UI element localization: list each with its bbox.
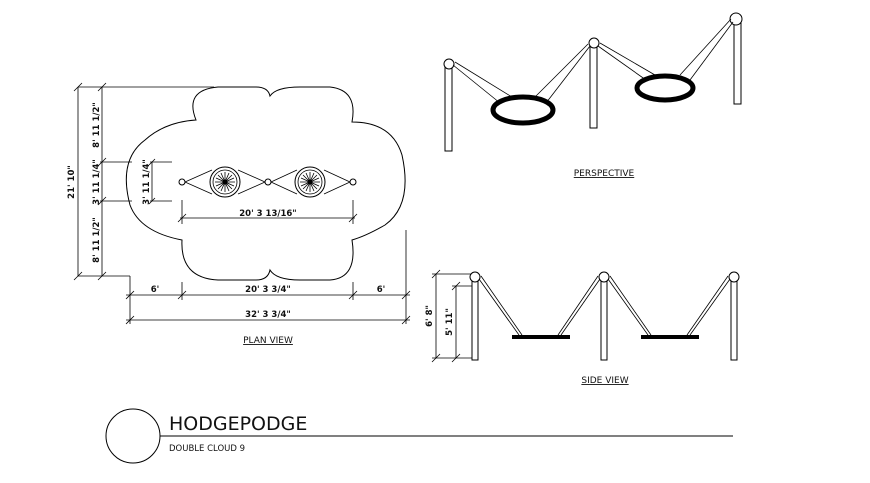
side-seat-right [641,335,699,339]
perspective-posts [443,12,743,152]
side-post-right [730,278,738,361]
side-view-caption: SIDE VIEW [581,376,628,386]
dim-left-clearance: 6' [151,285,160,295]
plan-swing-seat-right [294,166,326,198]
perspective-view: PERSPECTIVE [443,12,743,179]
perspective-chains [452,18,734,104]
perspective-swing-rings [490,73,696,126]
plan-swing-assembly [178,166,357,198]
dim-right-clearance: 6' [377,285,386,295]
dim-center-length: 20' 3 3/4" [245,285,291,295]
plan-vertical-dimensions [73,82,214,281]
plan-post-right [349,178,357,186]
side-dim-seat-height: 5' 11" [445,308,455,336]
plan-horizontal-dimensions [125,230,411,325]
perspective-post-left [444,64,453,152]
dim-overall-length: 32' 3 3/4" [245,310,291,320]
plan-swing-span-dimension [177,200,358,224]
side-view: 6' 8" 5' 11" SIDE VIEW [425,269,740,386]
plan-view-caption: PLAN VIEW [243,336,293,346]
side-post-left [471,278,479,361]
title-bubble [105,408,161,464]
side-posts [469,271,740,361]
perspective-post-center [589,44,598,129]
plan-swing-seat-left [209,166,241,198]
perspective-post-right [733,21,742,105]
side-dim-overall-height: 6' 8" [425,305,435,327]
dim-swing-width: 3' 11 1/4" [142,159,152,205]
perspective-caption: PERSPECTIVE [574,169,635,179]
side-post-center [600,278,608,361]
plan-view: 21' 10" 8' 11 1/2" 3' 11 1/4" 8' 11 1/2"… [67,82,411,346]
title-block: HODGEPODGE DOUBLE CLOUD 9 [105,408,733,464]
dim-overall-height: 21' 10" [67,165,77,199]
side-chains [478,275,731,336]
side-seat-left [512,335,570,339]
subtitle-text: DOUBLE CLOUD 9 [169,444,245,454]
dim-lower-section: 8' 11 1/2" [92,217,102,263]
plan-post-center [264,178,272,186]
dim-upper-section: 8' 11 1/2" [92,102,102,148]
plan-post-left [178,178,186,186]
perspective-ring-left [490,94,556,126]
title-text: HODGEPODGE [169,413,307,435]
perspective-ring-right [634,73,696,103]
dim-middle-section: 3' 11 1/4" [92,159,102,205]
cloud-footprint [125,86,406,281]
dim-swing-span: 20' 3 13/16" [239,209,296,219]
